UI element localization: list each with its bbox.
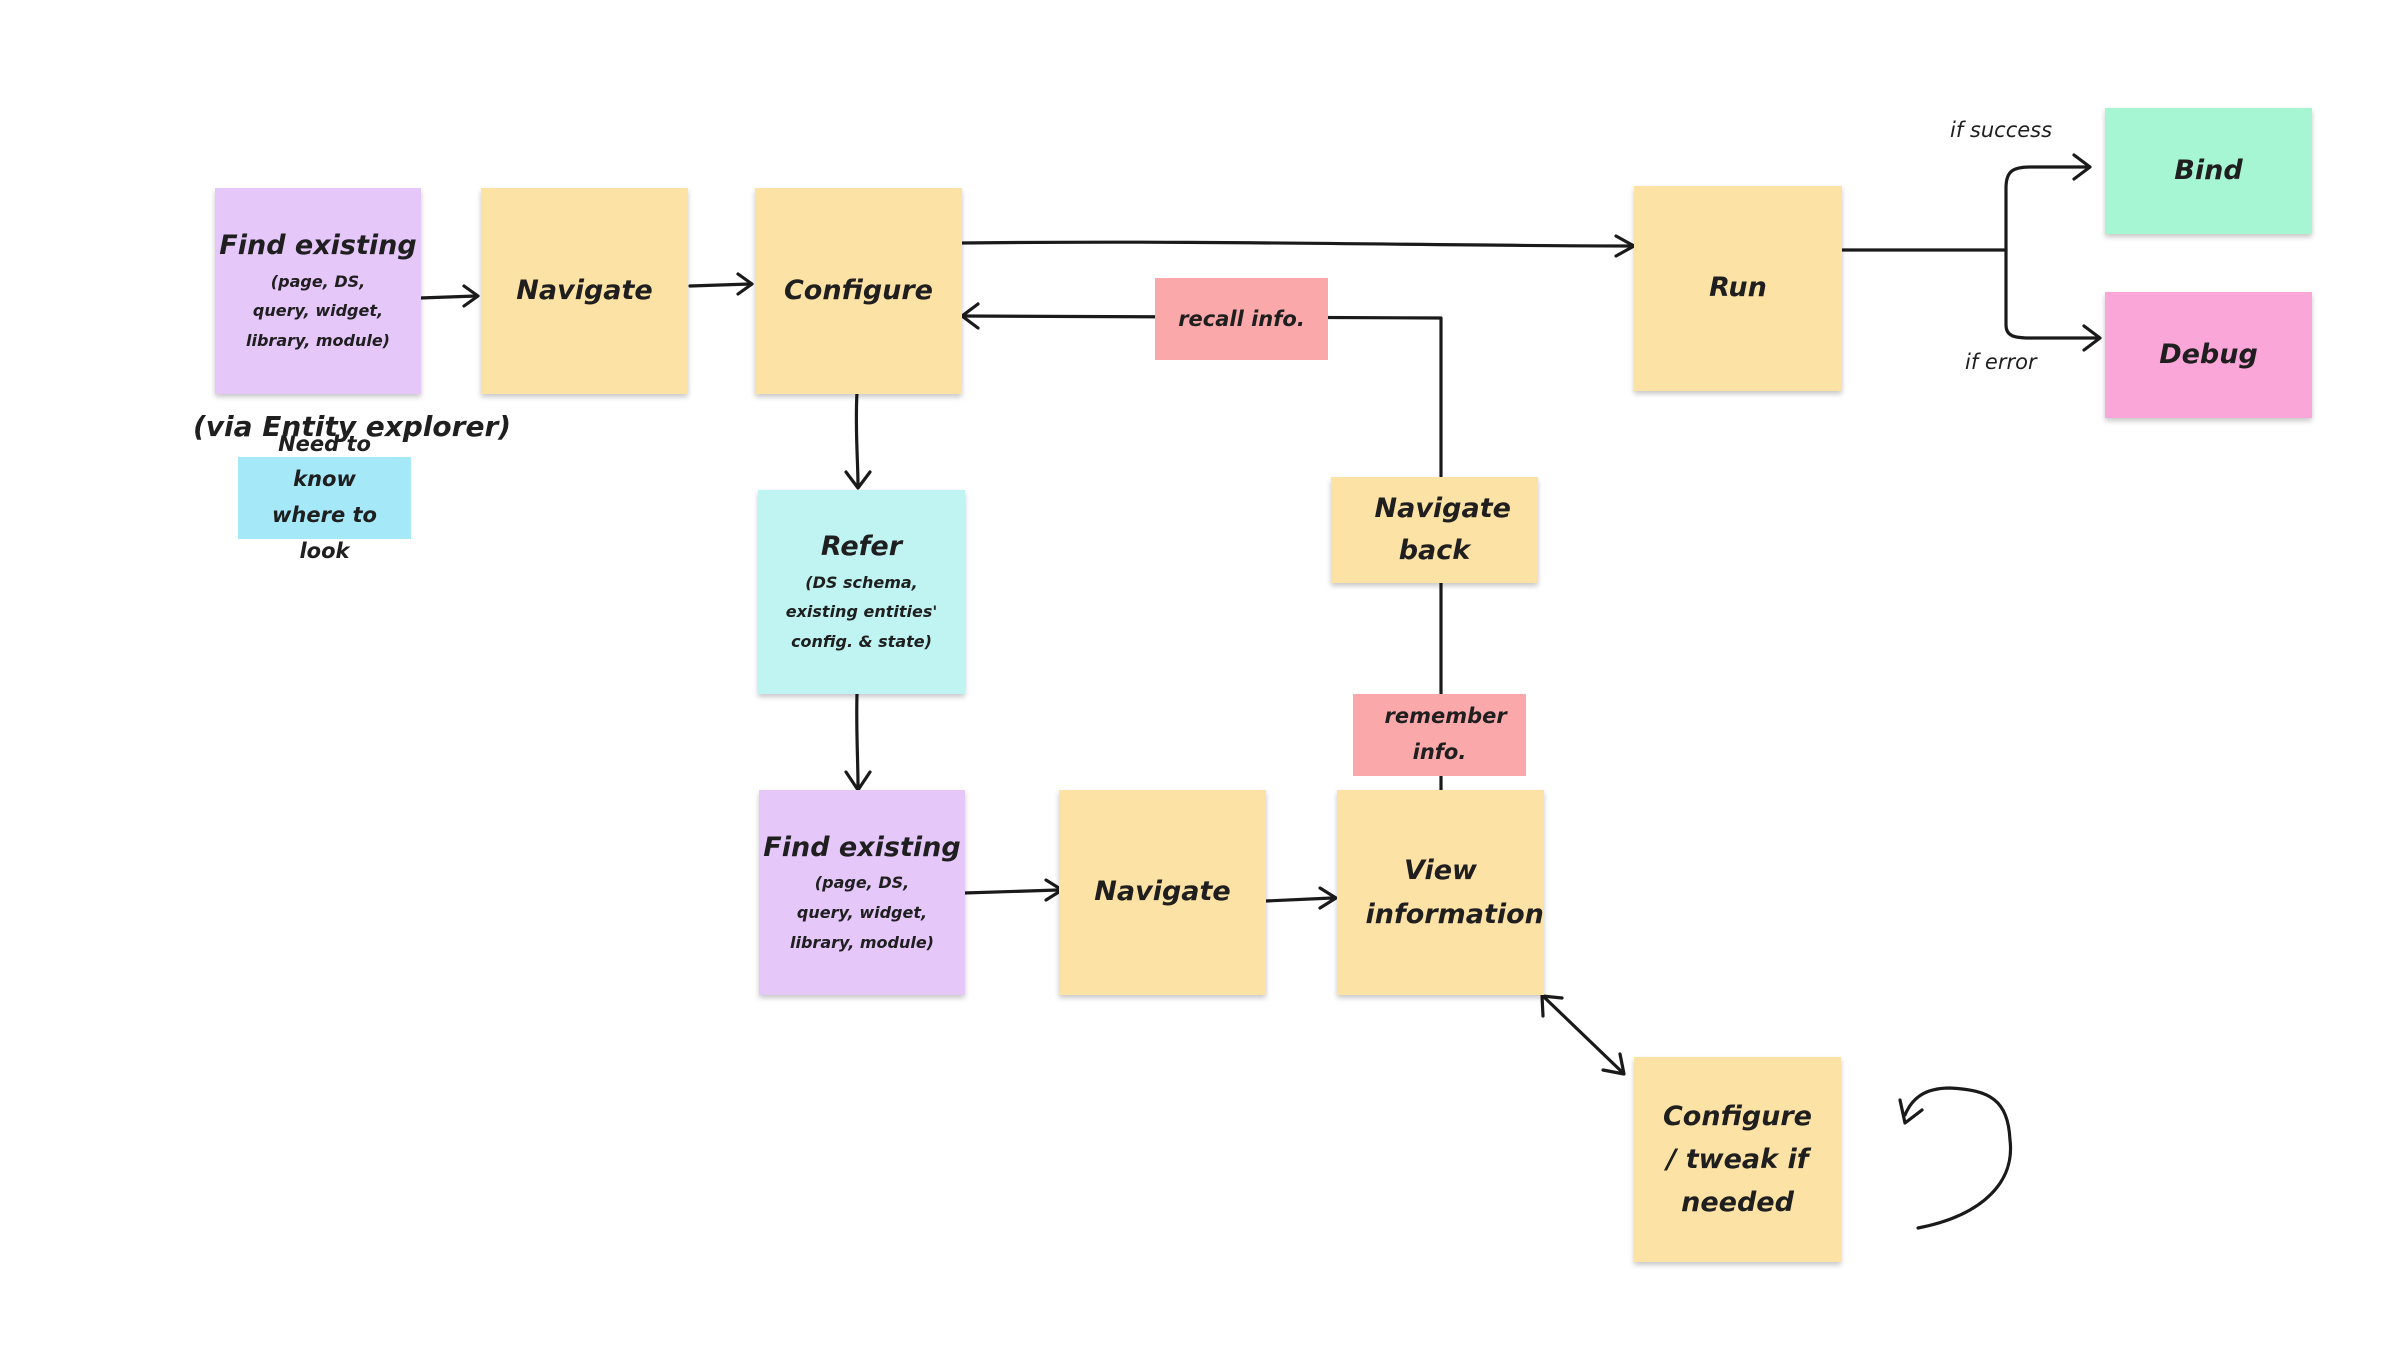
arrow-configure-to-run [960, 240, 1634, 248]
arrowhead [2072, 153, 2092, 181]
configure-tweak-note[interactable]: Configure / tweak if needed [1634, 1057, 1841, 1262]
loop-arrow [1903, 1086, 2013, 1230]
navigate-note-bottom[interactable]: Navigate [1059, 790, 1266, 995]
note-title: Configure / tweak if needed [1662, 1100, 1812, 1219]
arrow-find-to-navigate-2 [962, 888, 1060, 895]
note-title: Find existing [763, 831, 961, 863]
if-success-label: if success [1950, 118, 2053, 142]
remember-info-tag: remember info. [1353, 694, 1526, 776]
note-title: Navigate back [1374, 493, 1511, 566]
arrow-refer-to-find [855, 692, 860, 788]
branch-error [2004, 248, 2100, 340]
tag-text: remember info. [1384, 704, 1507, 764]
if-error-label: if error [1965, 350, 2037, 374]
arrow-configure-to-refer [854, 390, 860, 488]
find-existing-note-top[interactable]: Find existing (page, DS, query, widget, … [215, 188, 421, 394]
arrow-navigate-to-view [1264, 896, 1334, 903]
note-subtitle: (page, DS, query, widget, library, modul… [790, 873, 934, 952]
note-title: Refer [820, 531, 903, 563]
need-to-know-tag: Need to know where to look [238, 432, 411, 563]
view-information-note[interactable]: View information [1337, 790, 1544, 995]
note-subtitle: (DS schema, existing entities' config. &… [785, 572, 938, 652]
note-subtitle: (page, DS, query, widget, library, modul… [246, 271, 390, 351]
find-existing-note-bottom[interactable]: Find existing (page, DS, query, widget, … [759, 790, 965, 995]
tag-text: Need to know where to look [272, 431, 377, 563]
line-navigate-back-to-configure [962, 314, 1443, 478]
arrowhead [1898, 1098, 1924, 1125]
note-title: View information [1365, 855, 1544, 930]
branch-success [2004, 165, 2090, 252]
bind-note[interactable]: Bind [2105, 108, 2312, 234]
note-title: Bind [2174, 154, 2243, 186]
navigate-note-top[interactable]: Navigate [481, 188, 688, 394]
note-title: Navigate [1094, 876, 1231, 908]
refer-note[interactable]: Refer (DS schema, existing entities' con… [758, 490, 965, 694]
arrowhead [1601, 1052, 1626, 1076]
arrow-navigate-to-configure [688, 282, 752, 288]
arrowhead [462, 284, 480, 308]
arrowhead [960, 302, 980, 330]
note-title: Debug [2159, 338, 2258, 370]
arrowhead [2082, 324, 2102, 352]
arrowhead [1540, 994, 1564, 1018]
arrow-find-to-navigate [418, 294, 478, 300]
note-title: Run [1709, 272, 1767, 304]
tag-text: recall info. [1178, 307, 1305, 331]
note-title: Configure [783, 274, 933, 306]
arrow-view-to-tweak [1543, 996, 1624, 1074]
note-title: Navigate [516, 274, 653, 306]
run-note[interactable]: Run [1634, 186, 1842, 391]
arrowhead [1318, 886, 1338, 910]
debug-note[interactable]: Debug [2105, 292, 2312, 418]
arrowhead [844, 470, 872, 490]
navigate-back-note[interactable]: Navigate back [1331, 477, 1538, 583]
arrowhead [736, 272, 754, 296]
note-title: Find existing [219, 230, 417, 262]
via-entity-explorer-label: (via Entity explorer) [193, 410, 512, 443]
configure-note[interactable]: Configure [755, 188, 962, 394]
recall-info-tag: recall info. [1155, 278, 1328, 360]
